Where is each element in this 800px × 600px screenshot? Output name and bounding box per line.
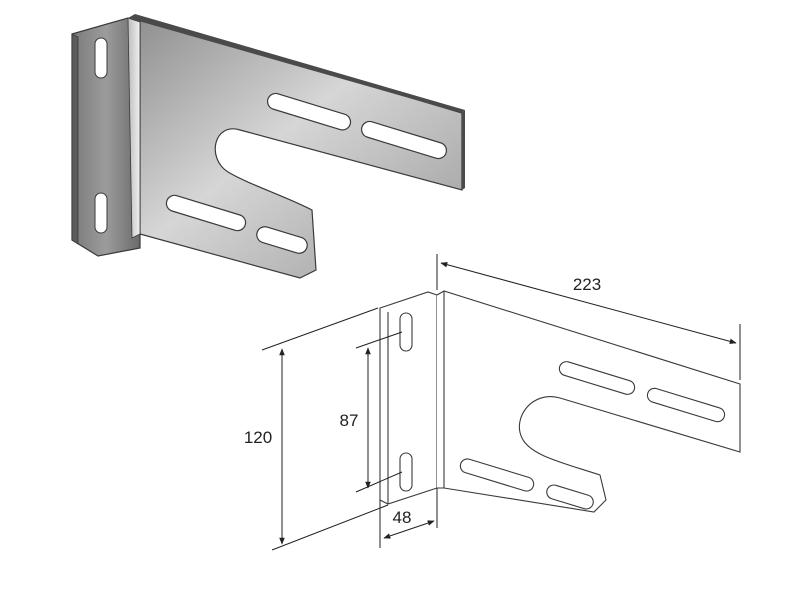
dimension-lines <box>261 254 741 551</box>
drawing-plate <box>436 290 741 513</box>
plate-slot-3 <box>165 194 247 232</box>
drawing-flange-slot-bottom <box>399 452 413 492</box>
bracket-flange-edge <box>71 33 79 245</box>
drawing-slot-4 <box>546 484 594 510</box>
plate-slot-4 <box>256 226 308 254</box>
bracket-bend <box>127 17 141 239</box>
drawing-slot-1 <box>558 361 636 395</box>
drawing-slot-3 <box>459 458 535 492</box>
plate-slot-1 <box>266 92 352 131</box>
flange-slot-top <box>94 37 108 79</box>
bracket-render <box>71 14 465 279</box>
dim-height-label: 120 <box>244 428 272 447</box>
dim-spacing-label: 87 <box>340 411 359 430</box>
dimension-labels: 223 120 87 48 <box>244 275 601 527</box>
drawing-flange-slot-top <box>399 312 413 352</box>
dim-flange-arrow <box>383 520 435 539</box>
plate-slot-2 <box>360 120 448 160</box>
flange-slot-bottom <box>94 192 108 234</box>
dim-length-label: 223 <box>573 275 601 294</box>
bracket-drawing <box>379 290 741 513</box>
bracket-plate-right-edge <box>462 110 465 190</box>
dim-flange-label: 48 <box>393 508 412 527</box>
drawing-slot-2 <box>646 387 726 423</box>
dim-length-arrow <box>440 261 737 345</box>
bracket-plate-top-edge <box>128 14 465 113</box>
